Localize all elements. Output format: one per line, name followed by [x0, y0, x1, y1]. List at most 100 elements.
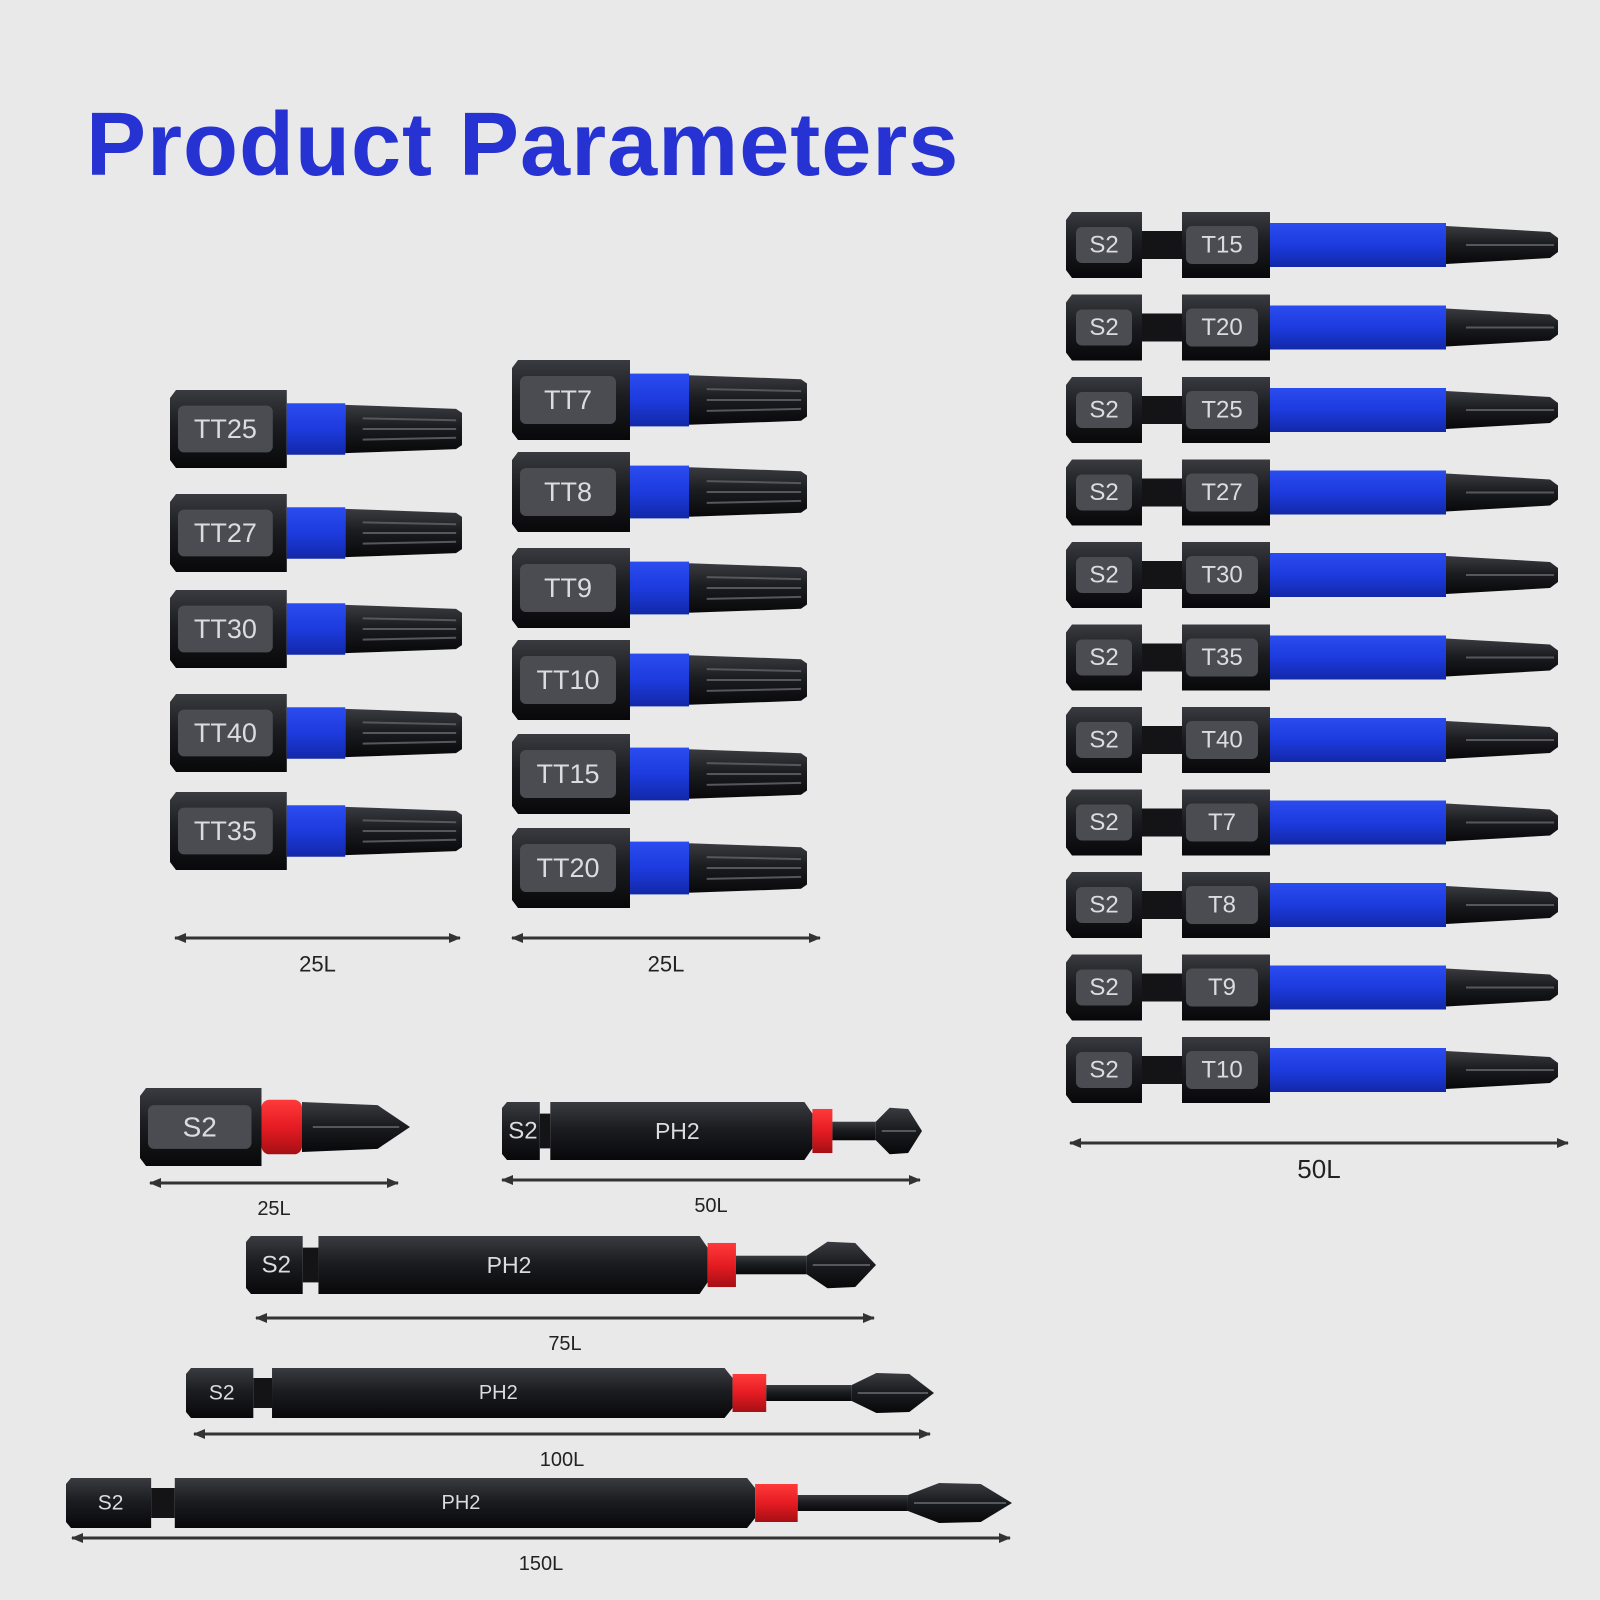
label-plate	[1076, 474, 1132, 511]
shaft	[797, 1495, 908, 1511]
label-plate	[1076, 392, 1132, 428]
material-label: S2	[262, 1252, 291, 1279]
size-label: TT15	[536, 759, 599, 789]
label-plate	[1186, 556, 1258, 594]
material-label: S2	[209, 1382, 235, 1405]
size-label: T25	[1201, 397, 1242, 424]
shaft	[832, 1121, 876, 1141]
power-groove	[151, 1488, 175, 1518]
size-label: T40	[1201, 727, 1242, 754]
label-plate	[1076, 309, 1132, 346]
shaft	[766, 1385, 852, 1401]
flute-line	[706, 407, 802, 412]
label-plate	[1186, 803, 1258, 842]
shaft	[735, 1255, 807, 1275]
material-label: S2	[1089, 727, 1118, 754]
page-title: Product Parameters	[86, 95, 960, 195]
label-plate	[1076, 722, 1132, 758]
hex-body	[318, 1236, 708, 1294]
power-groove	[1142, 396, 1182, 424]
label-plate	[1186, 721, 1258, 759]
label-plate	[520, 376, 616, 424]
size-label: TT9	[544, 573, 592, 603]
flute-line	[706, 762, 802, 767]
hex-body	[272, 1368, 733, 1418]
size-label: T9	[1208, 974, 1236, 1001]
tip-label: PH2	[655, 1118, 700, 1144]
blue-band	[630, 747, 689, 801]
label-plate	[178, 605, 273, 653]
length-label: 50L	[694, 1195, 727, 1217]
blue-band	[1270, 1048, 1446, 1092]
flute-line	[362, 819, 457, 824]
size-label: T7	[1208, 809, 1236, 836]
torx-bit: TT27	[170, 494, 462, 572]
blue-band	[1270, 223, 1446, 267]
size-label: T10	[1201, 1057, 1242, 1084]
label-plate	[1186, 638, 1258, 677]
size-label: T20	[1201, 314, 1242, 341]
blue-band	[286, 603, 346, 655]
flute-line	[706, 687, 802, 692]
torx-bit: TT9	[512, 548, 807, 628]
size-label: TT27	[194, 518, 257, 548]
power-groove	[1142, 1056, 1182, 1084]
label-plate	[1186, 886, 1258, 924]
flute-line	[362, 838, 457, 843]
label-plate	[1186, 1051, 1258, 1089]
length-label: 150L	[519, 1553, 564, 1575]
label-plate	[178, 807, 273, 855]
material-label: S2	[1089, 397, 1118, 424]
flute-line	[362, 636, 457, 641]
torx-bit: TT10	[512, 640, 807, 720]
red-band	[707, 1242, 736, 1288]
dimension-150l: 150L	[71, 1533, 1011, 1575]
flute-line	[362, 721, 457, 726]
tip-label: PH2	[442, 1492, 481, 1514]
blue-band	[1270, 718, 1446, 762]
length-label: 75L	[548, 1333, 581, 1355]
dimension-25l-a: 25L	[174, 933, 461, 977]
label-plate	[1186, 968, 1258, 1007]
blue-band	[630, 653, 689, 707]
blue-band	[1270, 965, 1446, 1010]
red-band	[812, 1108, 833, 1154]
red-band	[732, 1374, 767, 1412]
label-plate	[1076, 639, 1132, 676]
label-plate	[520, 564, 616, 612]
flute-line	[362, 521, 457, 526]
power-groove	[1142, 643, 1182, 672]
label-plate	[520, 656, 616, 704]
dimension-50l: 50L	[1069, 1138, 1569, 1184]
flute-line	[706, 480, 802, 485]
blue-band	[1270, 305, 1446, 350]
size-label: TT10	[536, 665, 599, 695]
flute-line	[706, 388, 802, 393]
phillips-bit: S2	[140, 1088, 410, 1166]
blue-band	[630, 841, 689, 895]
label-plate	[1186, 226, 1258, 264]
size-label: TT30	[194, 614, 257, 644]
torx-bit: S2 T9	[1066, 954, 1558, 1021]
dimension-100l: 100L	[193, 1429, 931, 1471]
size-label: TT20	[536, 853, 599, 883]
dimension-25l-ph: 25L	[149, 1178, 399, 1220]
flute-line	[706, 875, 802, 880]
material-label: S2	[1089, 974, 1118, 1001]
flute-line	[362, 417, 457, 422]
blue-band	[286, 507, 346, 559]
power-groove	[253, 1378, 273, 1408]
flute-line	[706, 595, 802, 600]
torx-bit: TT35	[170, 792, 462, 870]
label-plate	[520, 750, 616, 798]
power-groove	[302, 1247, 319, 1283]
label-plate	[1186, 308, 1258, 347]
blue-band	[630, 561, 689, 615]
material-label: S2	[1089, 809, 1118, 836]
length-label: 25L	[648, 952, 685, 977]
